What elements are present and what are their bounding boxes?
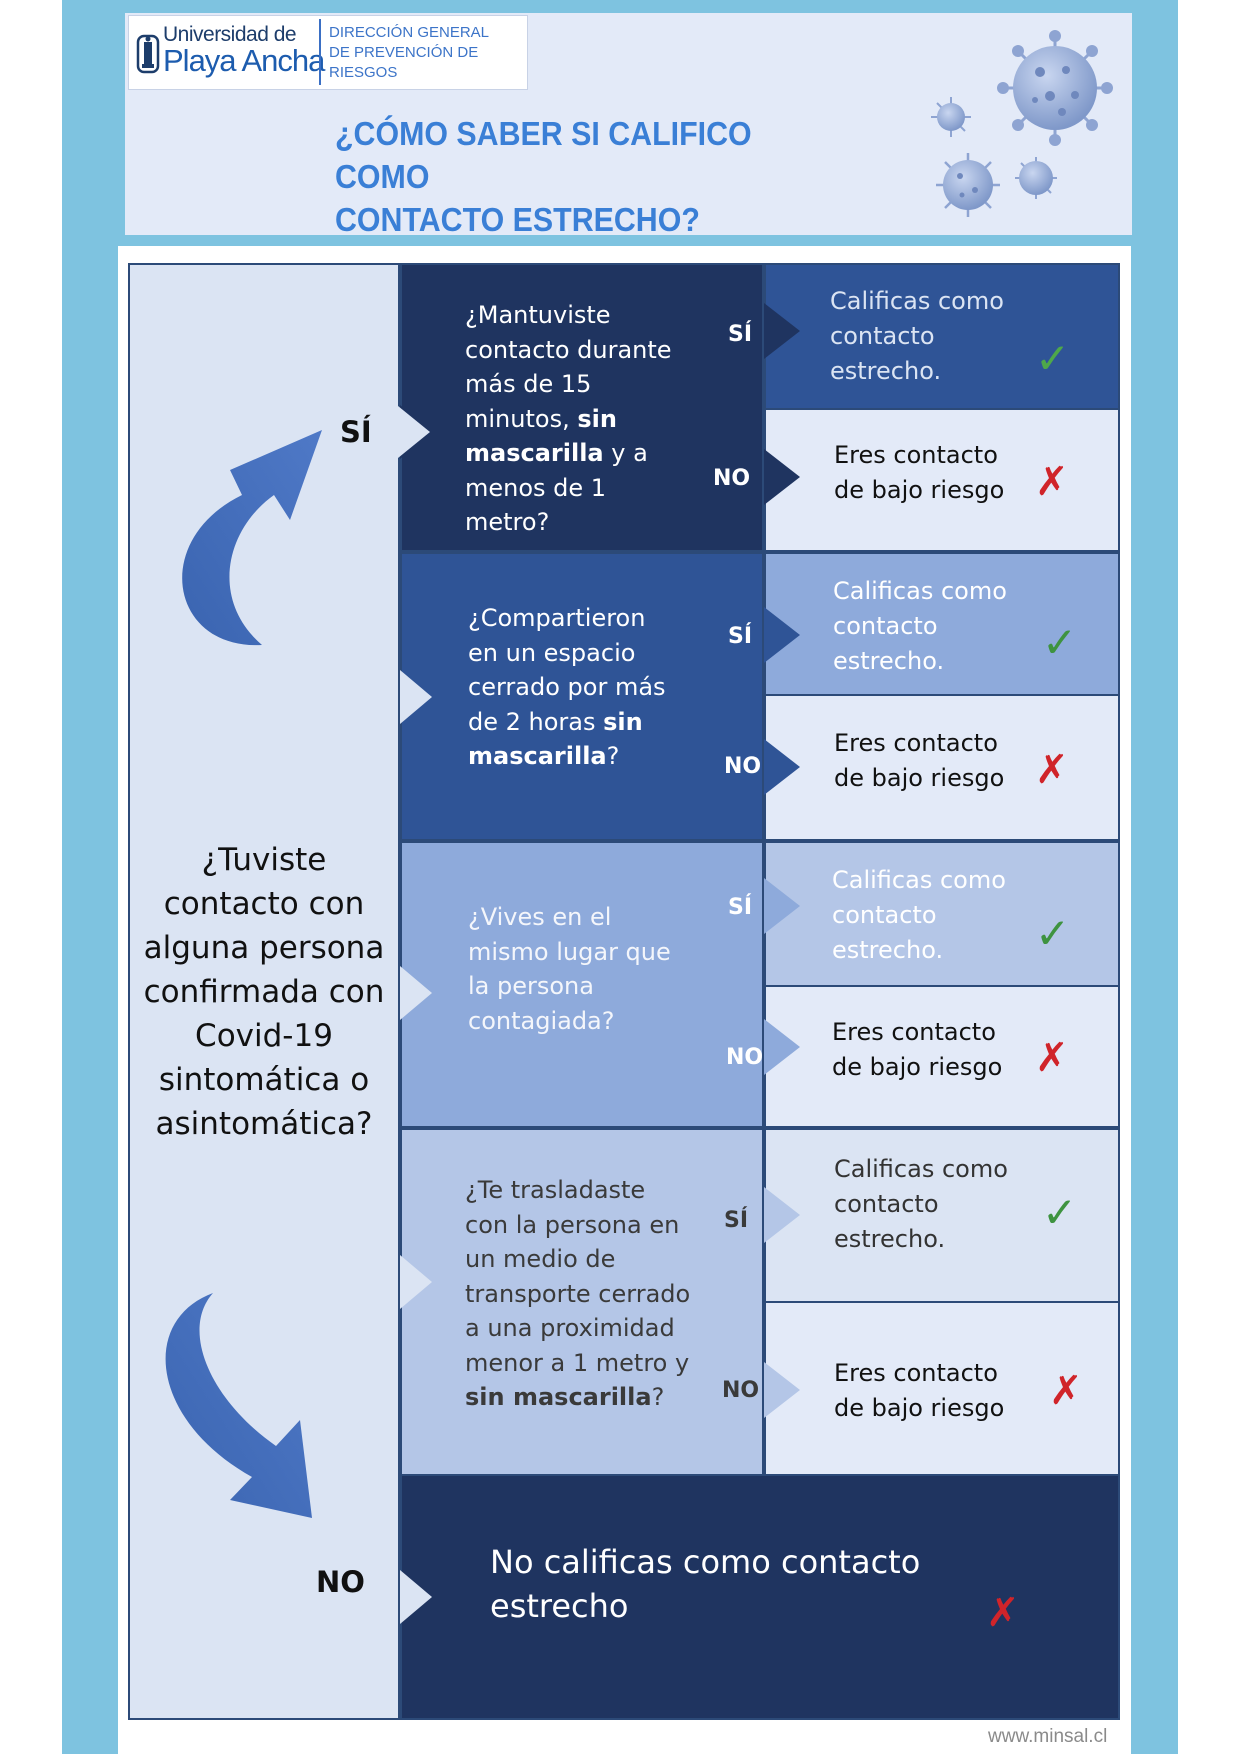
outcome-text-no-1: Eres contacto de bajo riesgo: [834, 441, 1005, 504]
outcome-text-yes-3: Calificas como contacto estrecho.: [832, 866, 1006, 964]
pointer-arrow-icon: [764, 449, 800, 505]
pointer-arrow-icon: [764, 739, 800, 795]
yes-label: SÍ: [728, 895, 753, 920]
pointer-arrow-icon: [764, 1362, 800, 1418]
virus-illustration: [931, 30, 1113, 217]
no-branch-label: NO: [316, 1565, 365, 1599]
outcome-text-no-2: Eres contacto de bajo riesgo: [834, 729, 1005, 792]
pointer-arrow-icon: [764, 1019, 800, 1075]
question-row-1: [400, 263, 764, 552]
outcome-no-2: [764, 694, 1120, 841]
cross-icon: ✗: [1049, 1368, 1083, 1414]
pointer-arrow-icon: [400, 1255, 432, 1309]
cross-icon: ✗: [986, 1590, 1020, 1636]
department-line: DIRECCIÓN GENERAL: [329, 24, 490, 41]
checkmark-icon: ✓: [1042, 1188, 1078, 1237]
yes-branch-label: SÍ: [340, 415, 372, 449]
no-label: NO: [726, 1045, 764, 1070]
outcome-text-yes-4: Calificas como contacto estrecho.: [834, 1155, 1008, 1253]
pointer-arrow-icon: [764, 878, 800, 934]
no-label: NO: [722, 1378, 760, 1403]
outcome-no-1: [764, 408, 1120, 552]
final-outcome-text: No calificas como contacto estrecho: [490, 1543, 921, 1625]
pointer-arrow-icon: [764, 1187, 800, 1243]
cross-icon: ✗: [1035, 1035, 1069, 1081]
outcome-yes-3: [764, 841, 1120, 987]
page-title: ¿CÓMO SABER SI CALIFICO COMO CONTACTO ES…: [335, 112, 850, 241]
cross-icon: ✗: [1035, 459, 1069, 505]
department-name: DIRECCIÓN GENERAL DE PREVENCIÓN DE RIESG…: [329, 23, 489, 83]
virus-icon: [1015, 157, 1057, 199]
question-text-3: ¿Vives en el mismo lugar que la persona …: [468, 903, 671, 1035]
outcome-text-yes-1: Calificas como contacto estrecho.: [830, 287, 1004, 385]
outcome-no-4: [764, 1301, 1120, 1476]
outcome-text-no-4: Eres contacto de bajo riesgo: [834, 1359, 1005, 1422]
department-line: RIESGOS: [329, 64, 398, 81]
question-text-2: ¿Compartieron en un espacio cerrado por …: [468, 604, 666, 770]
virus-icon: [997, 30, 1113, 146]
logo-divider: [319, 19, 321, 85]
university-name-line2: Playa Ancha: [163, 43, 325, 78]
virus-icon: [936, 153, 1000, 217]
title-line: CONTACTO ESTRECHO?: [335, 201, 700, 238]
virus-icon: [931, 97, 971, 137]
outcome-text-no-3: Eres contacto de bajo riesgo: [832, 1018, 1003, 1081]
final-outcome-box: [400, 1474, 1120, 1720]
question-row-2: [400, 552, 764, 841]
pointer-arrow-icon: [764, 303, 800, 359]
pointer-arrow-icon: [400, 670, 432, 724]
source-website: www.minsal.cl: [988, 1726, 1108, 1747]
pointer-arrow-icon: [400, 1570, 432, 1624]
outcome-yes-4: [764, 1128, 1120, 1303]
outcome-no-3: [764, 985, 1120, 1128]
cross-icon: ✗: [1035, 747, 1069, 793]
yes-label: SÍ: [728, 322, 753, 347]
title-line: ¿CÓMO SABER SI CALIFICO COMO: [335, 115, 752, 195]
checkmark-icon: ✓: [1035, 909, 1071, 958]
pointer-arrow-icon: [400, 966, 432, 1020]
main-question: ¿Tuviste contacto con alguna persona con…: [143, 842, 385, 1142]
pointer-arrow-icon: [764, 607, 800, 663]
question-row-3: [400, 841, 764, 1128]
pointer-arrow-icon: [398, 406, 430, 458]
checkmark-icon: ✓: [1042, 618, 1078, 667]
lighthouse-icon: [136, 34, 160, 74]
university-name-line1: Universidad de: [163, 23, 297, 46]
question-text-4: ¿Te trasladaste con la persona en un med…: [465, 1176, 691, 1411]
no-label: NO: [724, 754, 762, 779]
university-logo: Universidad de Playa Ancha DIRECCIÓN GEN…: [128, 15, 528, 90]
checkmark-icon: ✓: [1035, 334, 1071, 383]
yes-label: SÍ: [728, 624, 753, 649]
outcome-text-yes-2: Calificas como contacto estrecho.: [833, 577, 1007, 675]
question-text-1: ¿Mantuviste contacto durante más de 15 m…: [465, 301, 672, 536]
yes-label: SÍ: [724, 1208, 749, 1233]
no-label: NO: [713, 466, 751, 491]
department-line: DE PREVENCIÓN DE: [329, 44, 479, 61]
